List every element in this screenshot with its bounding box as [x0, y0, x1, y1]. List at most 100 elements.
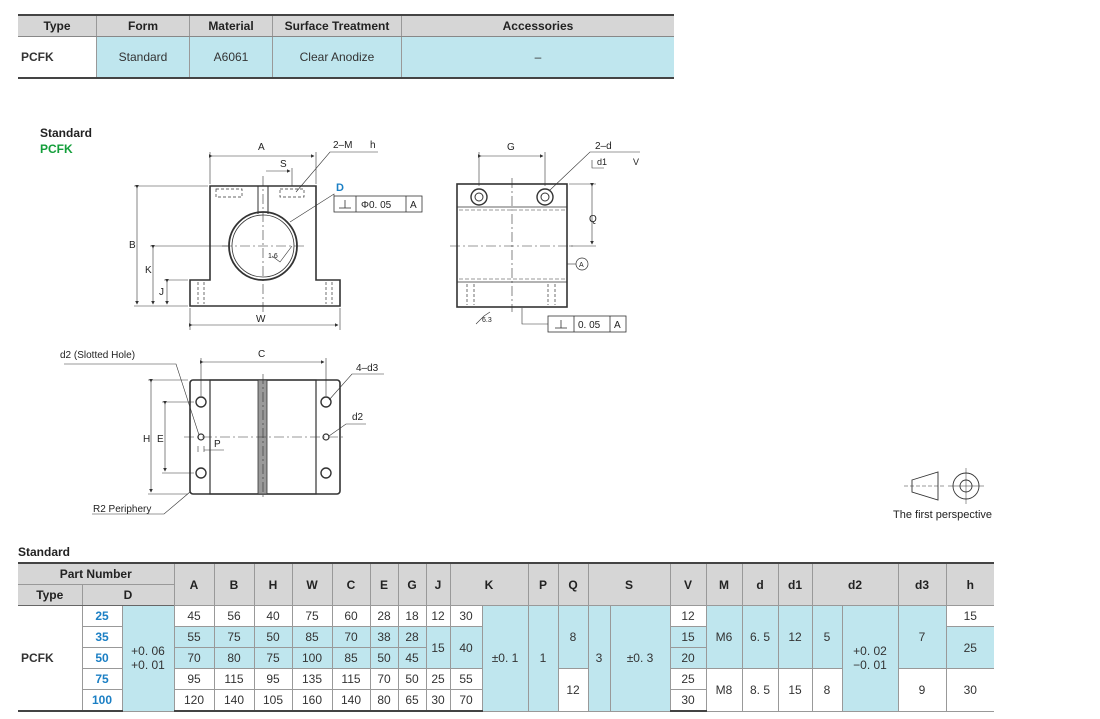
label-d2: d2 [352, 412, 364, 423]
cell: 40 [253, 605, 292, 627]
dim-label-p: P [214, 439, 221, 450]
cell: 20 [669, 647, 706, 669]
dim-label-k: K [145, 265, 152, 276]
dimension-table: Part Number A B H W C E G J K P Q S V M … [18, 562, 994, 712]
cell: 30 [449, 605, 482, 627]
cell-q: 12 [557, 668, 588, 712]
datum-ref: A [410, 200, 417, 211]
header-a: A [173, 562, 214, 606]
spec-header-type: Type [18, 14, 97, 37]
header-s: S [587, 562, 670, 606]
header-w: W [291, 562, 332, 606]
header-k: K [449, 562, 528, 606]
cell: 50 [369, 647, 398, 669]
spec-header-material: Material [189, 14, 273, 37]
cell: 55 [173, 626, 214, 648]
datum-marker-label: A [579, 262, 584, 269]
perspective-label: The first perspective [893, 509, 992, 521]
cell-d1: 15 [777, 668, 812, 712]
header-m: M [705, 562, 742, 606]
side-view [450, 151, 640, 333]
roughness-front: 1.6 [268, 253, 278, 260]
cell-d: 6. 5 [741, 605, 778, 669]
cell: 95 [173, 668, 214, 690]
cell: 56 [213, 605, 254, 627]
perp-datum: A [614, 320, 621, 331]
cell: 28 [369, 605, 398, 627]
cell: 15 [945, 605, 994, 627]
tol-k: ±0. 1 [481, 605, 528, 712]
cell: 60 [331, 605, 370, 627]
cell: 70 [449, 689, 482, 712]
table-type: PCFK [18, 605, 82, 712]
header-v: V [669, 562, 706, 606]
cell-d: 8. 5 [741, 668, 778, 712]
row-d-35: 35 [81, 626, 122, 648]
cell-d3: 7 [897, 605, 946, 669]
cell-d2: 8 [811, 668, 842, 712]
cell: 85 [331, 647, 370, 669]
dim-label-h-bottom: H [143, 434, 150, 445]
cell: 40 [449, 626, 482, 669]
dim-label-a: A [258, 142, 265, 153]
cell: 70 [331, 626, 370, 648]
header-e: E [369, 562, 398, 606]
cell: 15 [669, 626, 706, 648]
cell: 65 [397, 689, 426, 712]
spec-accessories: – [401, 36, 674, 79]
cell: 45 [173, 605, 214, 627]
cell: 80 [369, 689, 398, 712]
header-p: P [527, 562, 558, 606]
cell: 30 [425, 689, 450, 712]
header-h-small: h [945, 562, 994, 606]
cell: 75 [253, 647, 292, 669]
cell-m: M6 [705, 605, 742, 669]
cell: 115 [213, 668, 254, 690]
spec-surface: Clear Anodize [272, 36, 402, 79]
header-d-small: d [741, 562, 778, 606]
dim-label-h: h [370, 140, 376, 151]
row-d-25: 25 [81, 605, 122, 627]
cell-d2: 5 [811, 605, 842, 669]
cell-m: M8 [705, 668, 742, 712]
cell: 105 [253, 689, 292, 712]
cell: 75 [291, 605, 332, 627]
spec-table: Type Form Material Surface Treatment Acc… [18, 14, 674, 79]
dim-label-b: B [129, 240, 136, 251]
header-h: H [253, 562, 292, 606]
cell: 25 [669, 668, 706, 690]
cell: 50 [397, 668, 426, 690]
cell: 140 [213, 689, 254, 712]
cell: 75 [213, 626, 254, 648]
spec-header-form: Form [96, 14, 190, 37]
spec-header-accessories: Accessories [401, 14, 674, 37]
dim-label-s: S [280, 159, 287, 170]
cell: 120 [173, 689, 214, 712]
cell: 45 [397, 647, 426, 669]
perp-tolerance: 0. 05 [578, 320, 601, 331]
header-d1: d1 [777, 562, 812, 606]
row-d-100: 100 [81, 689, 122, 712]
row-d-50: 50 [81, 647, 122, 669]
cell: 12 [425, 605, 450, 627]
cell: 70 [369, 668, 398, 690]
dim-label-d1: d1 [597, 157, 607, 167]
header-part-number: Part Number [18, 562, 174, 585]
drawing-type-label: PCFK [40, 142, 73, 156]
dim-label-g: G [507, 142, 515, 153]
cell-s: 3 [587, 605, 610, 712]
cell: 30 [945, 668, 994, 712]
dim-label-d: D [336, 182, 344, 194]
cell: 12 [669, 605, 706, 627]
header-d3: d3 [897, 562, 946, 606]
row-d-75: 75 [81, 668, 122, 690]
cell-d1: 12 [777, 605, 812, 669]
cell: 30 [669, 689, 706, 712]
cell-d3: 9 [897, 668, 946, 712]
header-d: D [81, 584, 174, 606]
header-d2: d2 [811, 562, 898, 606]
first-angle-projection-icon [904, 468, 984, 504]
tol-s: ±0. 3 [609, 605, 670, 712]
header-b: B [213, 562, 254, 606]
